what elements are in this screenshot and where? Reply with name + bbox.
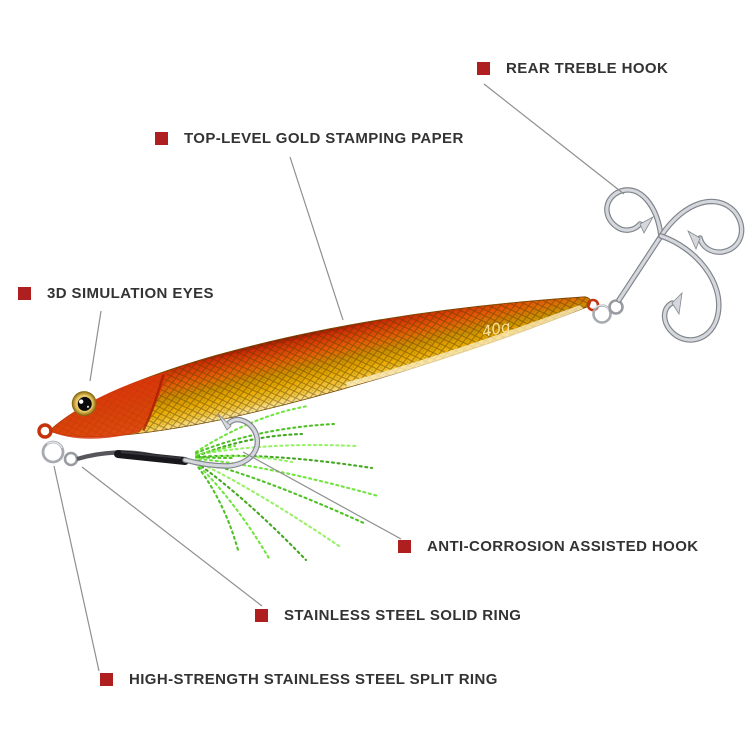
leader-lines: [53, 83, 625, 672]
callout-high-strength-stainless-steel-split-ring: HIGH-STRENGTH STAINLESS STEEL SPLIT RING: [100, 672, 498, 687]
callout-anti-corrosion-assisted-hook: ANTI-CORROSION ASSISTED HOOK: [398, 539, 699, 554]
tail-eyelet: [586, 298, 600, 312]
callout-label: TOP-LEVEL GOLD STAMPING PAPER: [184, 130, 464, 147]
callout-label: 3D SIMULATION EYES: [47, 285, 214, 302]
treble-point-bottom: [671, 291, 683, 316]
cord-wrap-sheen: [120, 451, 182, 459]
body-scale-texture: [49, 296, 591, 437]
red-square-marker: [155, 132, 168, 145]
callout-label: STAINLESS STEEL SOLID RING: [284, 607, 522, 624]
leader-split-ring: [53, 465, 100, 672]
red-square-marker: [18, 287, 31, 300]
treble-point-top-right: [687, 230, 701, 251]
callout-rear-treble-hook: REAR TREBLE HOOK: [477, 61, 668, 76]
gill-line: [142, 373, 165, 431]
callout-3d-simulation-eyes: 3D SIMULATION EYES: [18, 286, 214, 301]
leader-3d-eyes: [89, 310, 102, 382]
treble-point-top-left: [639, 215, 655, 234]
callout-top-level-gold-stamping-paper: TOP-LEVEL GOLD STAMPING PAPER: [155, 131, 464, 146]
split-ring-highlight: [46, 441, 63, 449]
red-square-marker: [398, 540, 411, 553]
lure-body: 40g: [48, 296, 591, 439]
nose-eyelet: [37, 423, 53, 439]
assist-hook-point: [217, 413, 232, 431]
callout-stainless-steel-solid-ring: STAINLESS STEEL SOLID RING: [255, 608, 521, 623]
red-square-marker: [100, 673, 113, 686]
body-weight-marking: 40g: [480, 317, 512, 341]
treble-hook-eye: [608, 299, 624, 315]
rear-rigging: [586, 187, 745, 343]
flash-material: [193, 404, 380, 562]
callout-label: ANTI-CORROSION ASSISTED HOOK: [427, 538, 699, 555]
callout-label: HIGH-STRENGTH STAINLESS STEEL SPLIT RING: [129, 671, 498, 688]
leader-assisted-hook: [242, 451, 402, 540]
rear-split-ring-highlight: [594, 304, 610, 311]
leader-gold-stamping-paper: [289, 156, 344, 321]
front-rigging: [37, 413, 261, 469]
head-overlay: [49, 371, 168, 439]
solid-ring: [63, 451, 79, 467]
callout-label: REAR TREBLE HOOK: [506, 60, 669, 77]
red-square-marker: [255, 609, 268, 622]
lure-eye: [71, 391, 97, 416]
cord-wrap: [114, 450, 189, 465]
assist-hook: [182, 413, 261, 469]
red-square-marker: [477, 62, 490, 75]
leader-rear-treble-hook: [483, 83, 625, 195]
leader-solid-ring: [81, 466, 263, 607]
treble-hook: [604, 187, 745, 343]
belly-highlight: [345, 305, 584, 388]
